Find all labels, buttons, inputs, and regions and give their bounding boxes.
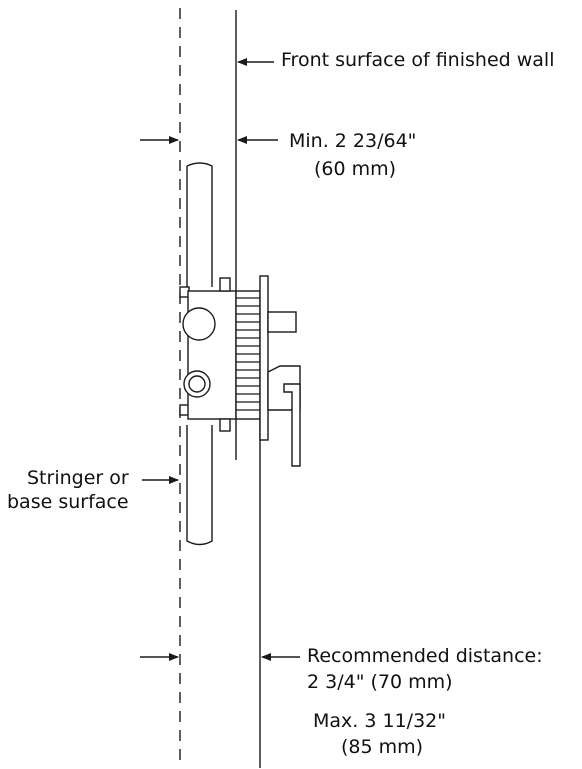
- stringer-label: Stringer or: [27, 467, 129, 489]
- max-distance-metric: (85 mm): [341, 736, 424, 758]
- inlet-ports: [182, 307, 216, 398]
- escutcheon-plate: [259, 275, 269, 441]
- base-surface-label: base surface: [7, 491, 129, 513]
- front-surface-label: Front surface of finished wall: [281, 49, 555, 71]
- thread-lines: [236, 297, 260, 411]
- min-distance-label: Min. 2 23/64": [289, 130, 417, 152]
- recommended-distance-value: 2 3/4" (70 mm): [307, 671, 453, 693]
- max-distance-label: Max. 3 11/32": [313, 710, 446, 732]
- mounting-box: [179, 286, 261, 420]
- recommended-distance-label: Recommended distance:: [307, 645, 543, 667]
- wall-panel: [186, 162, 213, 546]
- min-distance-metric: (60 mm): [314, 158, 397, 180]
- lever-handle: [267, 365, 301, 467]
- diverter-knob: [267, 311, 297, 333]
